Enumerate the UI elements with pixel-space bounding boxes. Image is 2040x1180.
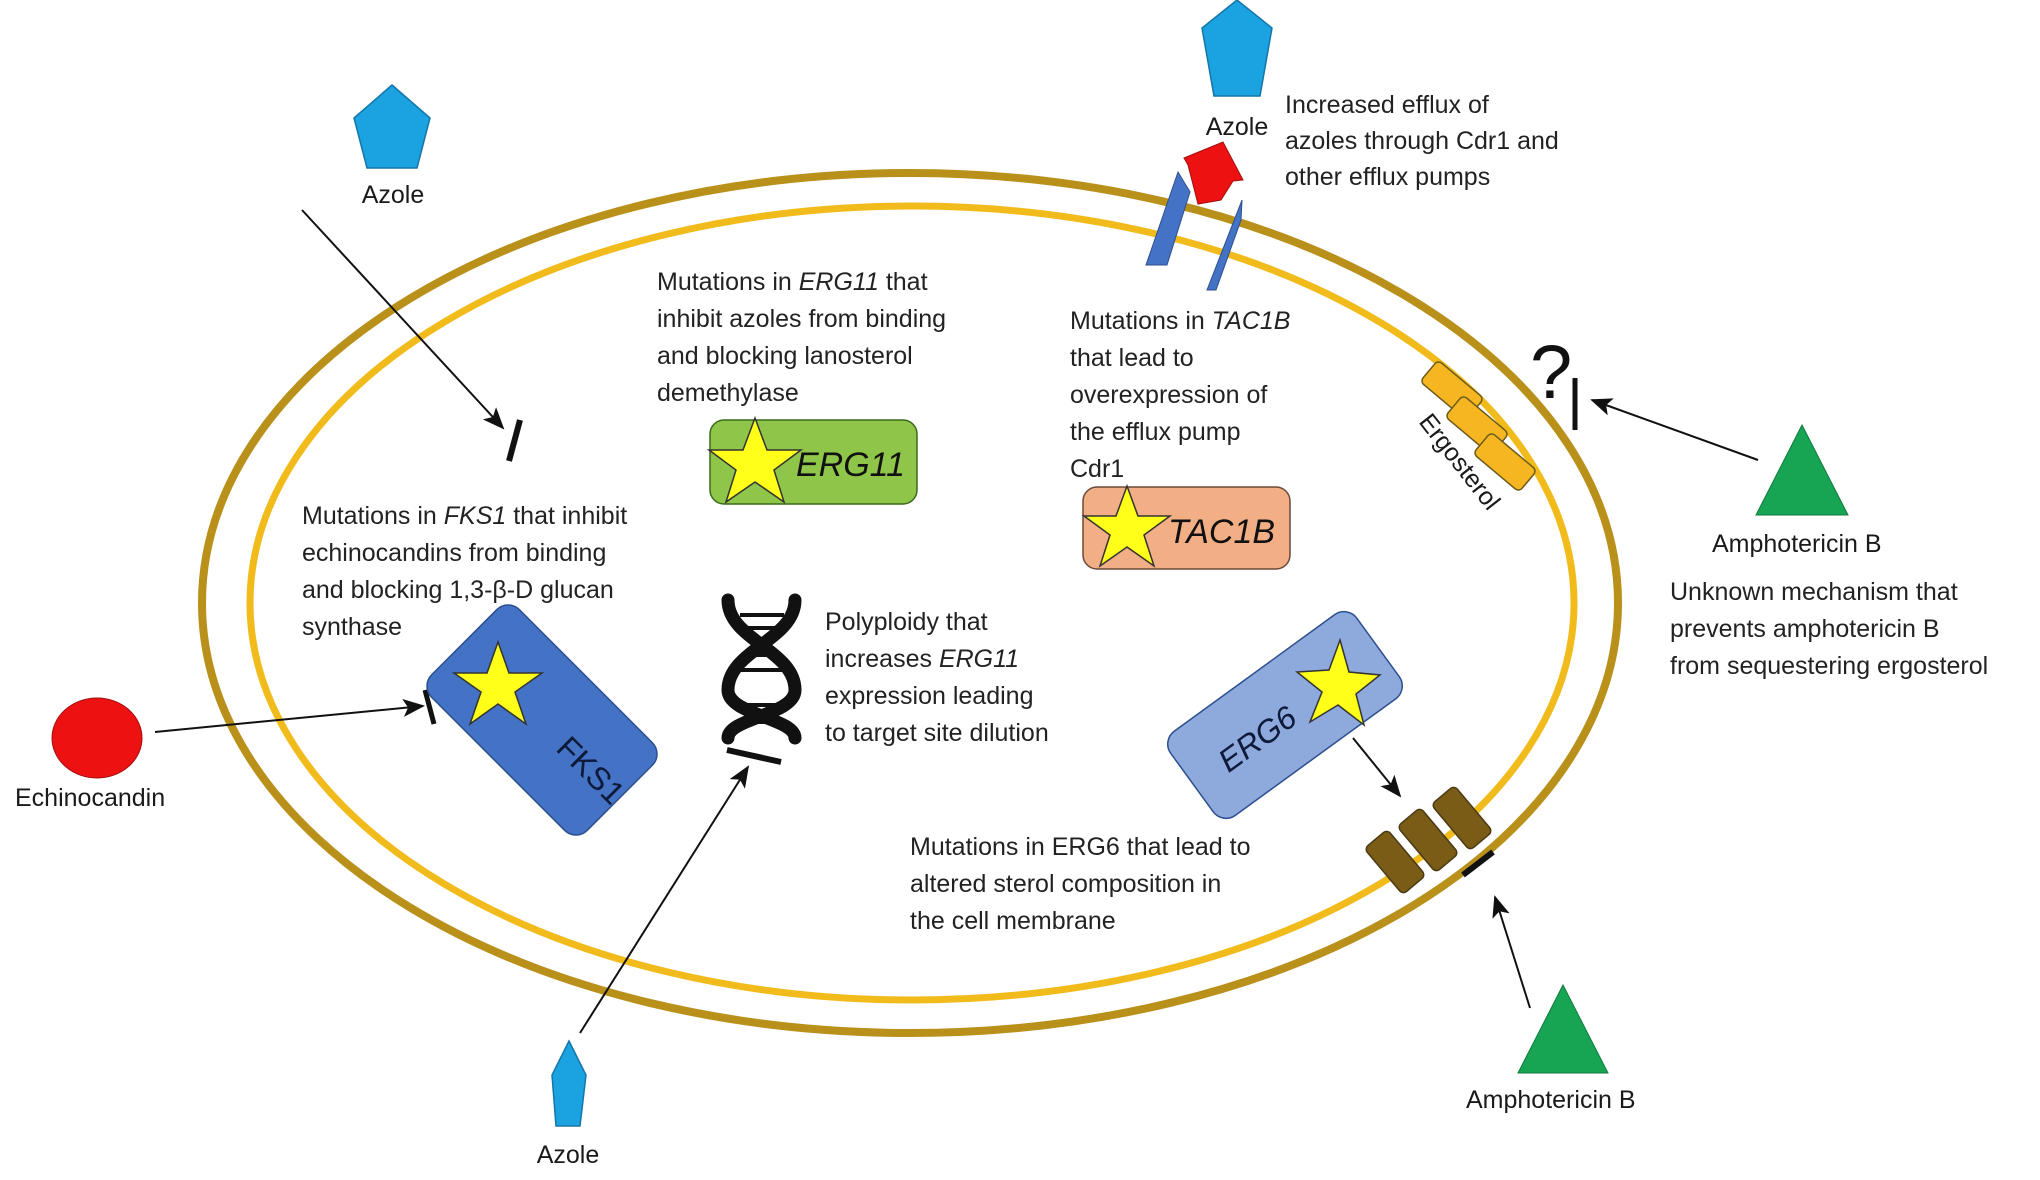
fks1-gene: FKS1 (426, 604, 658, 836)
annotation-text-run: and blocking 1,3-β-D glucan (302, 576, 614, 604)
annotation-text-run: that lead to (1070, 344, 1194, 372)
altered-sterol-molecule (1398, 808, 1458, 872)
amphotericin-right: Amphotericin B Unknown mechanism that pre… (1670, 423, 1988, 680)
unknown-mechanism-mark: ? (1530, 330, 1572, 415)
azole-arrow (579, 765, 750, 1034)
amphotericin-bottom: Amphotericin B (1466, 895, 1636, 1114)
echinocandin: Echinocandin (15, 689, 437, 812)
annotation-text-run: FKS1 (444, 502, 507, 530)
amphotericin-label: Amphotericin B (1466, 1086, 1636, 1114)
erg6-gene: ERG6 (1166, 610, 1404, 820)
altered-sterol-group (1365, 786, 1492, 894)
amphotericin-arrow (1590, 398, 1759, 461)
altered-sterol-molecule (1432, 786, 1492, 850)
amphotericin-triangle-icon (1755, 423, 1849, 516)
ergosterol-molecule (1474, 433, 1536, 491)
inhibition-bar (1461, 849, 1495, 878)
annotation-text-run: Polyploidy that (825, 608, 988, 636)
annotation-text-run: Mutations in ERG6 that lead to (910, 833, 1250, 861)
erg11-label: ERG11 (796, 446, 905, 484)
annotation-text-run: overexpression of (1070, 381, 1267, 409)
azole-pentagon-icon (551, 1039, 587, 1127)
efflux-pump-right-subunit (1206, 199, 1243, 291)
azole-label: Azole (537, 1141, 600, 1169)
annotation-text-run: TAC1B (1212, 307, 1291, 335)
annotation-text-run: to target site dilution (825, 719, 1049, 747)
annotation-text-run: Mutations in (657, 268, 799, 296)
annotation-text-run: that inhibit (506, 502, 627, 530)
annotation-text-run: prevents amphotericin B (1670, 615, 1940, 643)
fks1-description: Mutations in FKS1 that inhibit echinocand… (302, 502, 627, 641)
annotation-text-run: the cell membrane (910, 907, 1116, 935)
mutation-star-icon (1081, 483, 1173, 568)
azole-pentagon-icon (1201, 0, 1273, 97)
amphotericin-label: Amphotericin B (1712, 530, 1882, 558)
annotation-text-run: Increased efflux of (1285, 91, 1489, 119)
annotation-text-run: expression leading (825, 682, 1033, 710)
amphotericin-arrow (1492, 895, 1531, 1009)
tac1b-description: Mutations in TAC1B that lead to overexpres… (1070, 307, 1290, 483)
echinocandin-arrow (154, 698, 425, 733)
azole-label: Azole (1206, 113, 1269, 141)
azole-label: Azole (362, 181, 425, 209)
amphotericin-triangle-icon (1517, 983, 1609, 1074)
azole-arrow (301, 209, 505, 430)
annotation-text-run: azoles through Cdr1 and (1285, 127, 1559, 155)
annotation-text-run: inhibit azoles from binding (657, 305, 946, 333)
erg6-description: Mutations in ERG6 that lead to altered st… (910, 833, 1250, 935)
cell-membrane-inner (246, 202, 1578, 1004)
unknown-mechanism-description: Unknown mechanism that prevents amphoteri… (1670, 578, 1988, 680)
efflux-pump-left-subunit (1145, 170, 1191, 266)
inhibition-bar (726, 747, 782, 765)
mutation-star-icon (451, 639, 545, 726)
annotation-text-run: ERG11 (799, 268, 879, 296)
fks1-box (426, 604, 658, 836)
echinocandin-label: Echinocandin (15, 784, 165, 812)
annotation-text-run: from sequestering ergosterol (1670, 652, 1988, 680)
annotation-text-run: altered sterol composition in (910, 870, 1221, 898)
azole-bottom: Azole (537, 765, 750, 1169)
inhibition-bar (506, 419, 523, 462)
tac1b-label: TAC1B (1168, 513, 1275, 551)
azole-pentagon-icon (353, 84, 431, 169)
efflux-arrow-icon (1183, 141, 1244, 205)
annotation-text-run: demethylase (657, 379, 799, 407)
erg11-annotation: Mutations in ERG11 that inhibit azoles fr… (657, 268, 946, 407)
azole-top-left: Azole (301, 84, 523, 462)
annotation-text-run: synthase (302, 613, 402, 641)
annotation-text-run: Mutations in (1070, 307, 1212, 335)
erg11-gene: ERG11 (706, 415, 918, 505)
annotation-text-run: increases (825, 645, 939, 673)
annotation-text-run: other efflux pumps (1285, 163, 1490, 191)
inhibition-bar (422, 689, 437, 725)
erg11-description: Mutations in ERG11 that inhibit azoles fr… (657, 268, 946, 407)
annotation-text-run: Cdr1 (1070, 455, 1124, 483)
azole-top: Azole (1201, 0, 1273, 141)
cell-wall-outer (198, 169, 1622, 1037)
efflux-pump (1145, 141, 1244, 291)
annotation-text-run: Unknown mechanism that (1670, 578, 1958, 606)
polyploidy-description: Polyploidy that increases ERG11 expression… (825, 608, 1049, 747)
mutation-star-icon (706, 415, 804, 504)
annotation-text-run: Mutations in (302, 502, 444, 530)
mutation-star-icon (1295, 637, 1382, 727)
efflux-description: Increased efflux of azoles through Cdr1 a… (1285, 91, 1559, 191)
dna-icon (721, 593, 802, 745)
tac1b-gene: TAC1B (1081, 483, 1291, 570)
annotation-text-run: ERG11 (939, 645, 1019, 673)
annotation-text-run: echinocandins from binding (302, 539, 606, 567)
echinocandin-circle-icon (51, 697, 143, 779)
erg6-arrow (1352, 737, 1402, 798)
annotation-text-run: the efflux pump (1070, 418, 1240, 446)
annotation-text-run: that (879, 268, 928, 296)
altered-sterol-molecule (1365, 830, 1425, 894)
cell (198, 169, 1622, 1037)
annotation-text-run: and blocking lanosterol (657, 342, 913, 370)
